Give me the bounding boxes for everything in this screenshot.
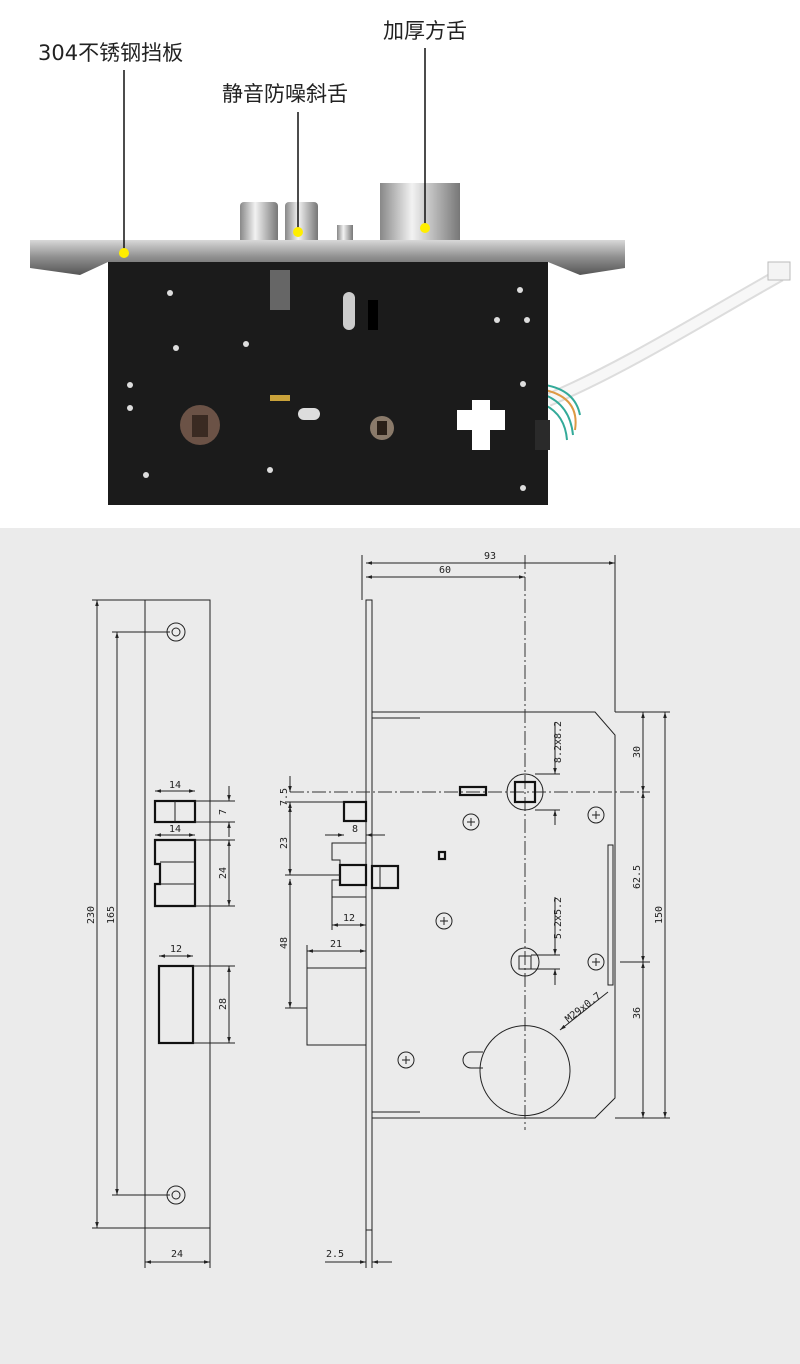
lock-body bbox=[108, 262, 548, 505]
dim-spindle-spacing: 62.5 bbox=[632, 865, 643, 889]
dim-aux-bolt-width: 8 bbox=[352, 824, 358, 835]
spindle-hole-top bbox=[506, 773, 544, 811]
cable-connector bbox=[767, 261, 791, 281]
callout-latch-label: 静音防噪斜舌 bbox=[222, 82, 348, 106]
screw-icon bbox=[397, 806, 605, 1069]
cylinder-cutout bbox=[457, 400, 505, 450]
technical-drawing: 230 165 24 14 14 7 24 12 28 bbox=[0, 528, 800, 1364]
callout-marker-latch bbox=[293, 227, 303, 237]
faceplate-front-view: 230 165 24 14 14 7 24 12 28 bbox=[86, 599, 235, 1268]
dim-top-offset: 7.5 bbox=[279, 788, 290, 806]
dim-bolt-throw: 21 bbox=[330, 939, 342, 950]
dim-latch-mid-width: 14 bbox=[169, 824, 181, 835]
callout-deadbolt-label: 加厚方舌 bbox=[383, 19, 467, 43]
dim-backset: 60 bbox=[439, 565, 451, 576]
callout-marker-deadbolt bbox=[420, 223, 430, 233]
callout-marker-faceplate bbox=[119, 248, 129, 258]
dim-latch-width: 12 bbox=[343, 913, 355, 924]
dim-latch-mid-height: 24 bbox=[218, 867, 229, 879]
callout-faceplate-label: 304不锈钢挡板 bbox=[38, 41, 183, 65]
dim-bolt-spacing: 48 bbox=[279, 937, 290, 949]
dim-latch-spacing: 23 bbox=[279, 837, 290, 849]
dim-body-height: 150 bbox=[654, 906, 665, 924]
dim-spindle-bottom: 5.2x5.2 bbox=[553, 897, 564, 939]
faceplate bbox=[30, 240, 625, 275]
dim-plate-width: 24 bbox=[171, 1249, 183, 1260]
lock-side-view: 93 60 7.5 23 48 8 12 21 2.5 8.2x8.2 bbox=[279, 551, 670, 1268]
dim-total-height: 230 bbox=[86, 906, 97, 924]
spindle-hole-bottom bbox=[510, 947, 540, 977]
dim-bolt-height: 28 bbox=[218, 998, 229, 1010]
dim-bolt-width: 12 bbox=[170, 944, 182, 955]
dim-latch-top-width: 14 bbox=[169, 780, 181, 791]
dim-latch-top-height: 7 bbox=[218, 809, 229, 815]
dim-spindle-to-bottom: 36 bbox=[632, 1007, 643, 1019]
dim-faceplate-thickness: 2.5 bbox=[326, 1249, 344, 1260]
dim-screw-spacing: 165 bbox=[106, 906, 117, 924]
dim-overall-depth: 93 bbox=[484, 551, 496, 562]
dim-spindle-top: 8.2x8.2 bbox=[553, 721, 564, 763]
dim-top-to-spindle: 30 bbox=[632, 746, 643, 758]
product-photo: 304不锈钢挡板 静音防噪斜舌 加厚方舌 bbox=[0, 0, 800, 528]
